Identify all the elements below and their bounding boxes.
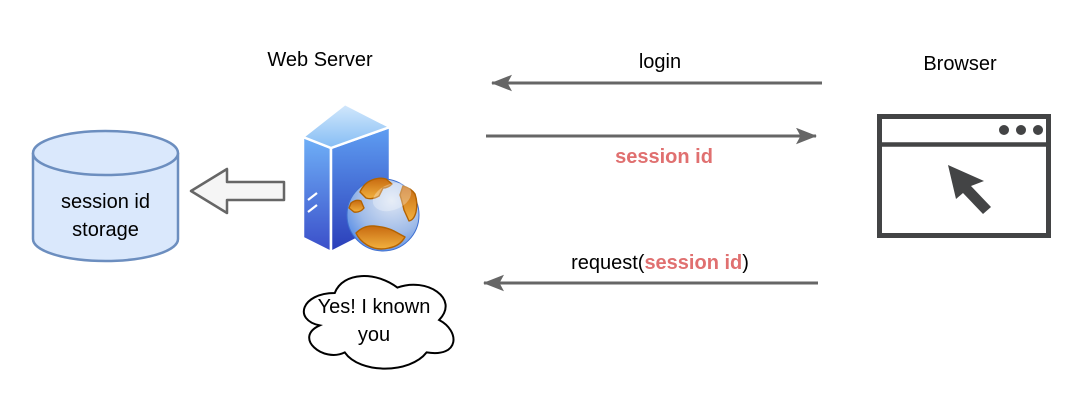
browser-window-icon [877, 114, 1051, 238]
storage-label-line2: storage [72, 219, 139, 241]
request-prefix: request( [571, 252, 645, 274]
request-suffix: ) [742, 252, 749, 274]
login-message-label: login [638, 51, 682, 73]
storage-label-line1: session id [61, 191, 150, 213]
storage-label: session id storage [33, 188, 178, 244]
globe-icon [346, 177, 420, 252]
hollow-arrow-icon [189, 167, 286, 215]
cursor-icon [948, 165, 991, 214]
request-message-label: request(session id) [510, 249, 810, 277]
database-cylinder-icon [31, 129, 180, 263]
cloud-label-line2: you [357, 324, 391, 346]
browser-label: Browser [923, 53, 997, 75]
web-server-label: Web Server [267, 49, 373, 71]
request-highlight: session id [644, 252, 743, 274]
session-id-message-label: session id [615, 146, 713, 168]
thought-cloud-shape [302, 275, 455, 370]
cloud-label-line1: Yes! I known [317, 296, 431, 318]
thought-cloud-label: Yes! I known you [294, 293, 454, 349]
